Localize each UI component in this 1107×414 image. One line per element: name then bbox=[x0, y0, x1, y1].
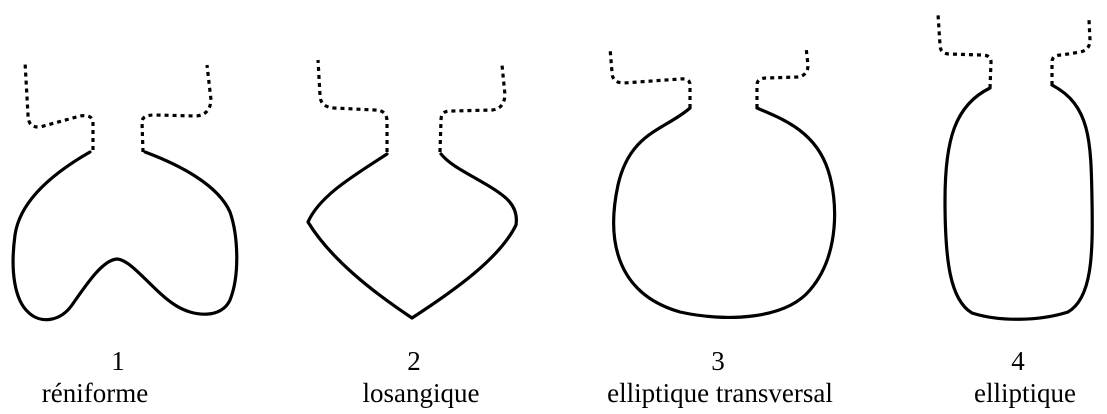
shape-1-number: 1 bbox=[111, 346, 125, 376]
shape-4-elliptique bbox=[936, 13, 1094, 321]
shape-4-neck-left bbox=[936, 13, 993, 89]
shape-1-outline bbox=[11, 150, 239, 322]
shape-4-number: 4 bbox=[1011, 346, 1025, 376]
shape-2-name: losangique bbox=[363, 378, 480, 408]
shape-2-neck-left bbox=[316, 59, 389, 152]
shape-3-number: 3 bbox=[711, 346, 725, 376]
shape-1-reniforme bbox=[11, 61, 239, 322]
shape-1-name: réniforme bbox=[42, 378, 148, 408]
shape-2-losangique bbox=[306, 59, 518, 320]
shape-3-name: elliptique transversal bbox=[607, 378, 833, 408]
shape-4-outline bbox=[943, 83, 1094, 321]
shape-3-neck-right bbox=[755, 46, 810, 108]
shape-2-neck-right bbox=[438, 64, 507, 153]
shape-1-neck-right bbox=[140, 64, 213, 153]
shape-2-number: 2 bbox=[407, 346, 421, 376]
shape-4-name: elliptique bbox=[974, 378, 1076, 408]
shape-3-elliptique-transversal bbox=[608, 46, 837, 319]
shape-3-outline bbox=[612, 106, 837, 319]
shape-1-neck-left bbox=[23, 61, 95, 150]
shape-4-neck-right bbox=[1050, 19, 1092, 85]
shape-3-neck-left bbox=[608, 47, 692, 108]
shape-2-outline bbox=[306, 152, 518, 320]
